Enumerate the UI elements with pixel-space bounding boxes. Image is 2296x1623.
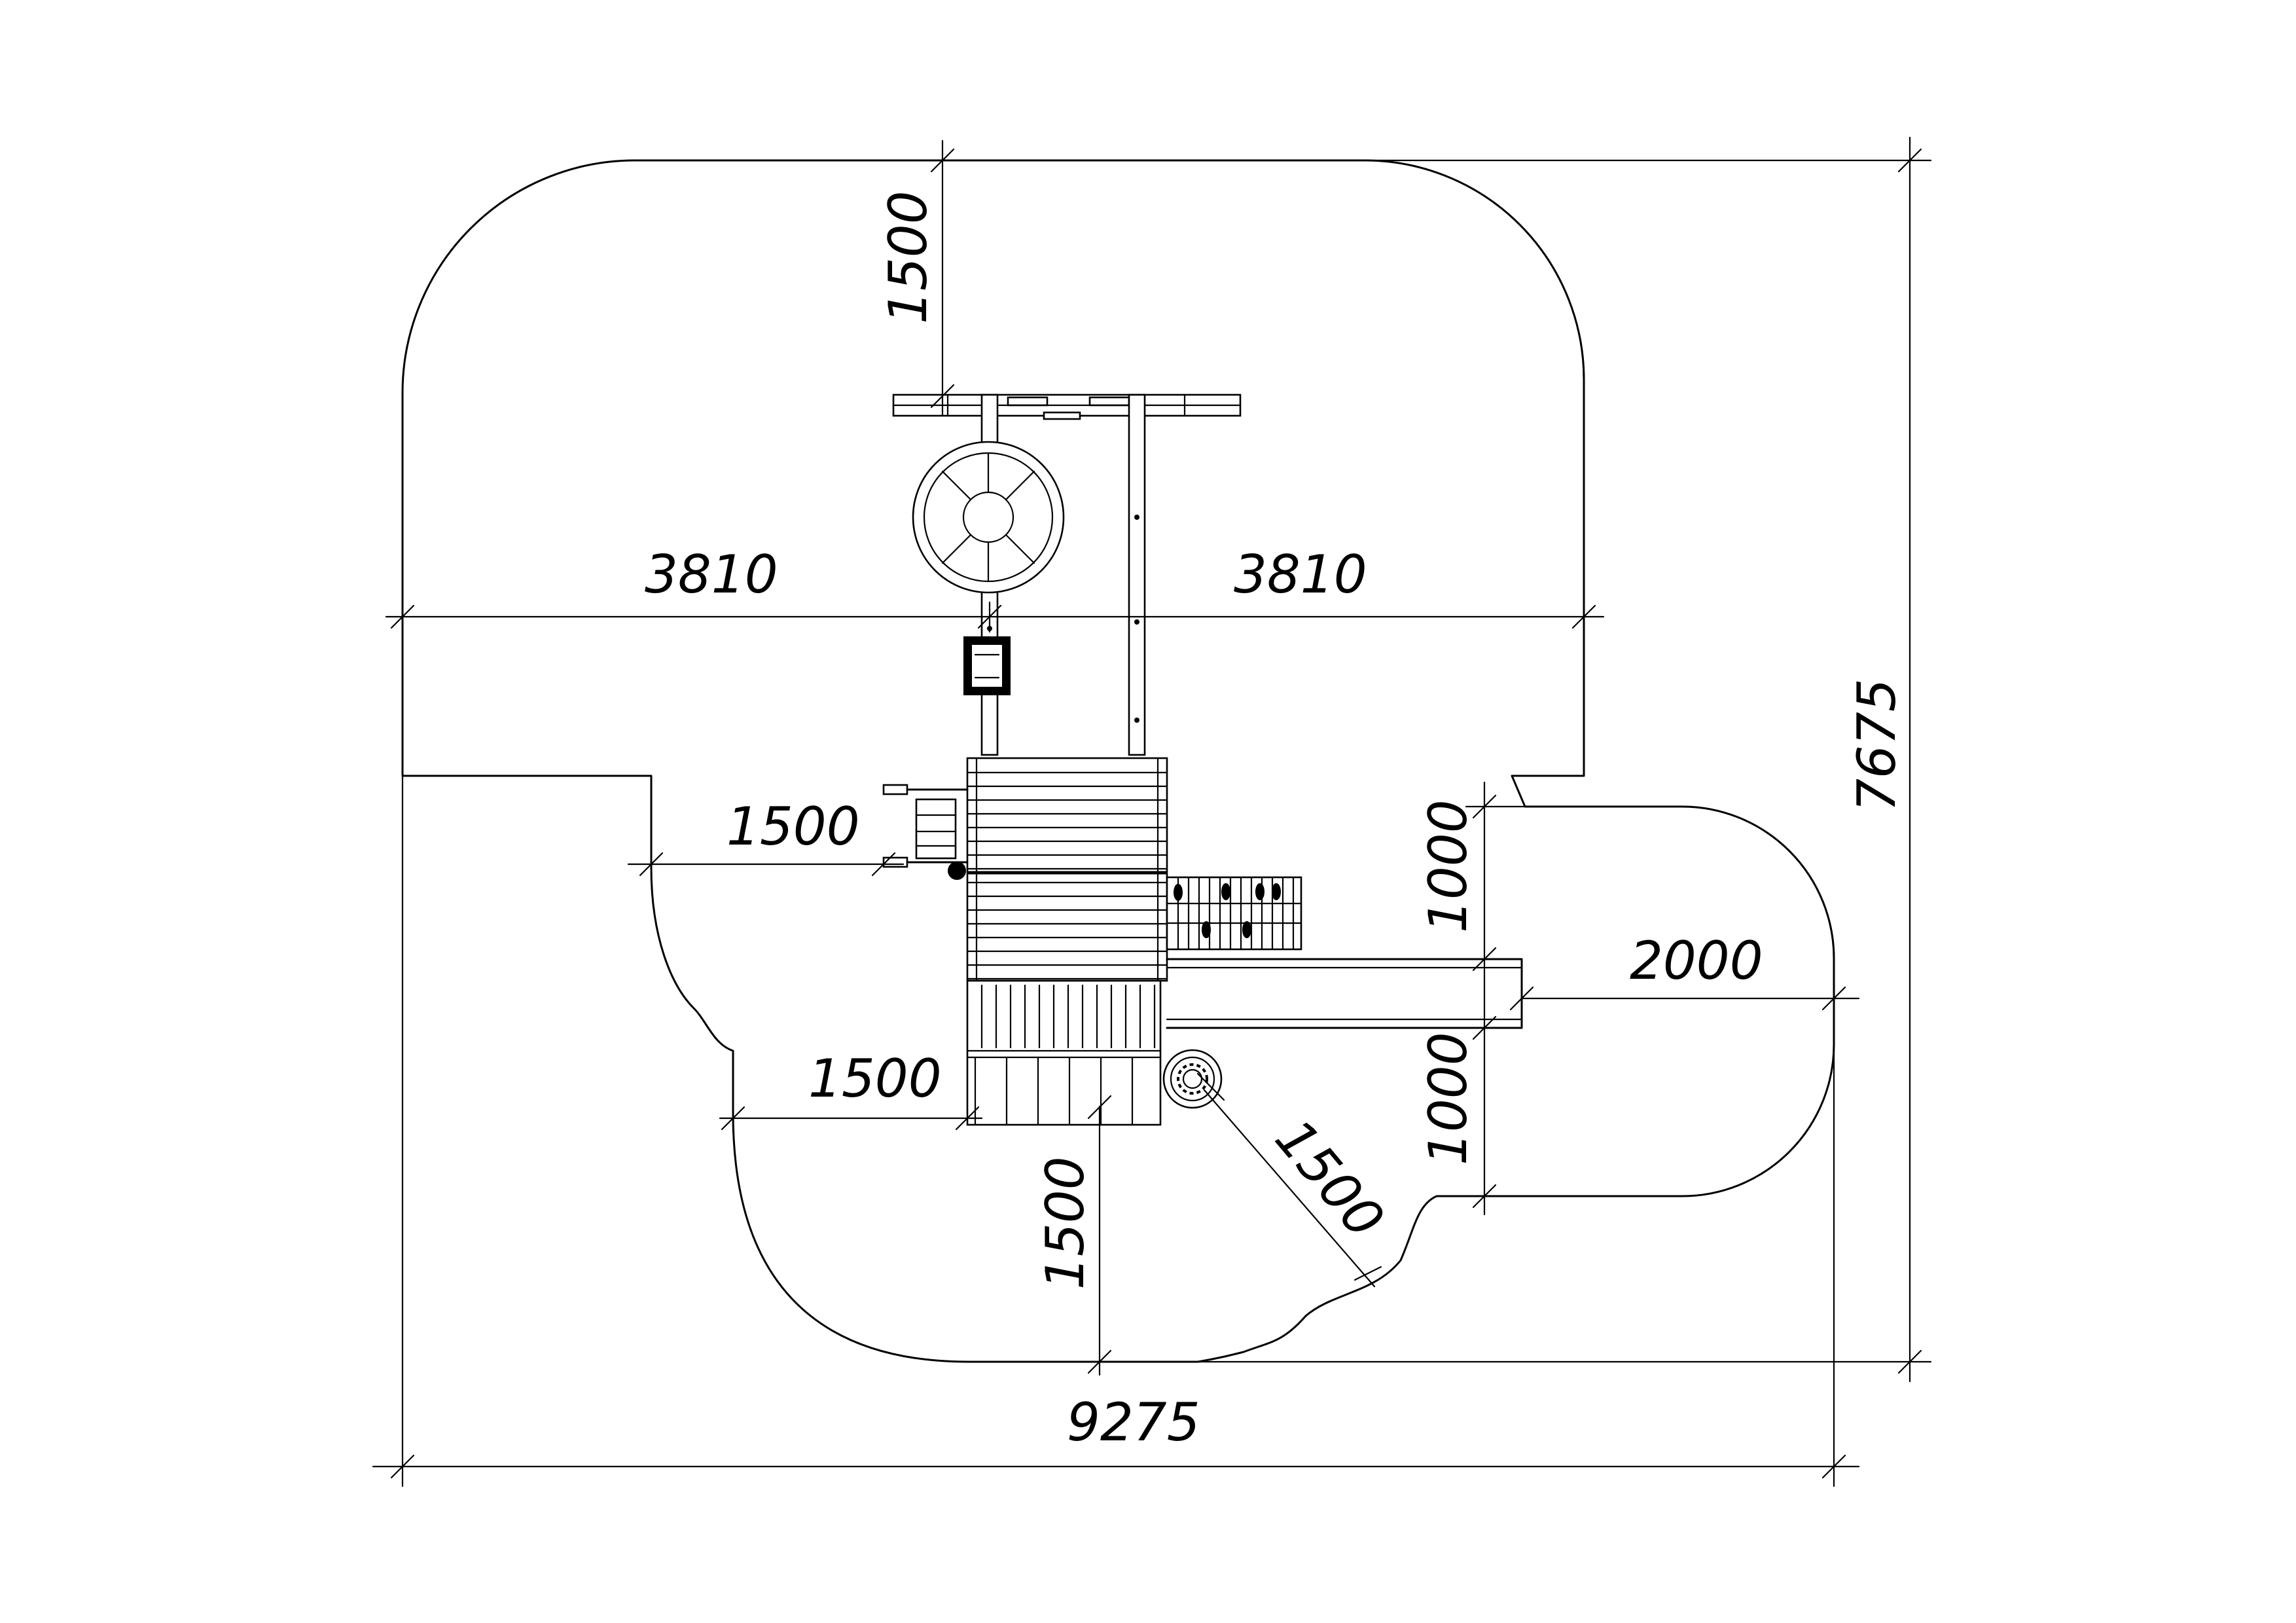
roof-beam — [892, 393, 1242, 420]
slide — [1166, 958, 1523, 1029]
nest-swing — [912, 441, 1065, 594]
dim-bottom-left-offset: 1500 — [808, 1048, 942, 1109]
lower-cabin — [966, 979, 1162, 1126]
dim-slide-bottom-offset: 1000 — [1418, 1032, 1479, 1165]
dim-slide-end-offset: 2000 — [1630, 930, 1763, 991]
dim-right-half-width: 3810 — [1234, 544, 1367, 605]
dim-ladder-offset: 1500 — [726, 796, 860, 857]
dim-total-width: 9275 — [1067, 1392, 1200, 1453]
climbing-wall — [1166, 876, 1302, 951]
safety-zone-outline — [401, 159, 1835, 1363]
dim-total-height: 7675 — [1846, 678, 1907, 812]
dim-left-half-width: 3810 — [645, 544, 778, 605]
tower-deck — [948, 757, 1168, 982]
dim-slide-top-offset: 1000 — [1418, 799, 1479, 933]
dim-tunnel-offset: 1500 — [1263, 1108, 1395, 1249]
swing-seat — [963, 636, 1011, 695]
dim-bottom-offset: 1500 — [1035, 1156, 1096, 1290]
dimension-lines — [372, 136, 1932, 1487]
ladder — [882, 784, 969, 868]
dim-roof-offset: 1500 — [878, 191, 939, 324]
